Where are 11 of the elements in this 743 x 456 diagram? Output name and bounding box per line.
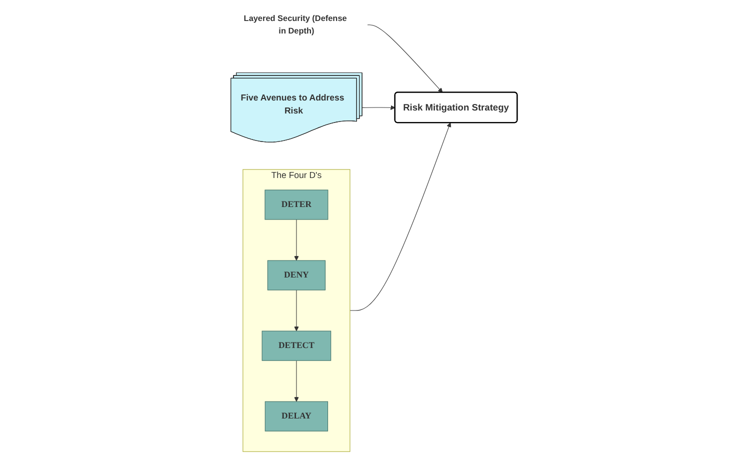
node-box: DELAY xyxy=(265,401,328,432)
arrow xyxy=(294,360,300,402)
arrow xyxy=(294,290,300,332)
arrow xyxy=(350,122,452,311)
arrow xyxy=(362,105,396,110)
node-box: DETECT xyxy=(262,330,332,361)
node-box: DENY xyxy=(268,260,326,290)
arrow xyxy=(294,219,300,261)
node-text: Layered Security (Defense in Depth) xyxy=(244,14,348,36)
arrow xyxy=(368,24,443,93)
node-box: DETER xyxy=(264,190,328,220)
